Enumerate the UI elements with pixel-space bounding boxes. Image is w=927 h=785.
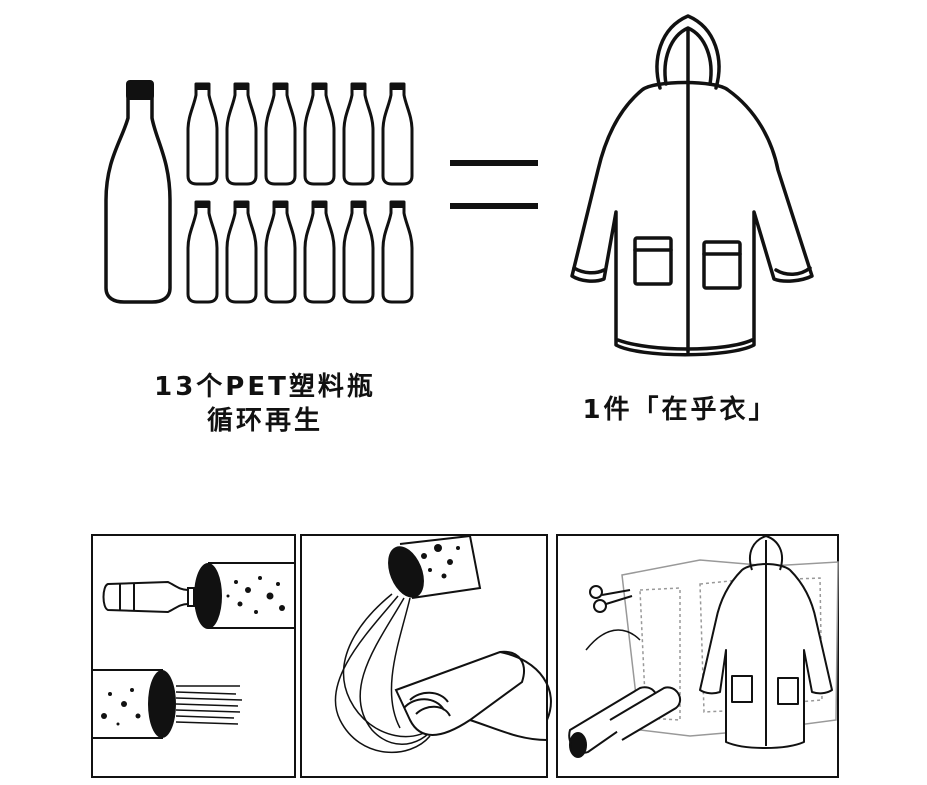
small-bottle-icon: [381, 81, 414, 186]
fiber-spinning-panel: [300, 534, 552, 778]
raincoat-icon: [570, 14, 814, 357]
sewing-thread: [585, 629, 641, 651]
small-bottle-icon: [264, 199, 297, 304]
small-bottle-icon: [303, 199, 336, 304]
pellets: [101, 688, 141, 726]
small-bottle-icon: [225, 81, 258, 186]
plastic-bottle-icon: [102, 580, 195, 614]
fabric-rolls: [568, 686, 682, 758]
small-bottle-icon: [225, 199, 258, 304]
large-bottle-icon: [104, 80, 172, 304]
small-bottle-icon: [342, 199, 375, 304]
bottles-caption-line2: 循环再生: [206, 406, 323, 436]
plastic-flakes: [226, 576, 285, 614]
small-bottle-icon: [186, 199, 219, 304]
small-bottle-icon: [264, 81, 297, 186]
bottle-shredding-panel: [91, 534, 296, 778]
small-bottle-icon: [381, 199, 414, 304]
bottles-caption: 13个PET塑料瓶 循环再生: [110, 370, 420, 438]
garment-sewing-panel: [556, 534, 839, 778]
small-bottles-grid: [186, 81, 414, 304]
small-raincoat-icon: [699, 535, 833, 749]
fabric-sheet: [394, 650, 552, 741]
extruded-fibers: [175, 685, 243, 725]
pellets: [421, 544, 460, 579]
equals-sign-icon: [450, 160, 538, 209]
bottles-caption-line1: 13个PET塑料瓶: [154, 372, 376, 402]
small-bottle-icon: [342, 81, 375, 186]
garment-caption: 1件「在乎衣」: [545, 393, 815, 427]
small-bottle-icon: [186, 81, 219, 186]
thread-strands: [334, 593, 443, 754]
small-bottle-icon: [303, 81, 336, 186]
garment-caption-line1: 1件「在乎衣」: [582, 395, 778, 425]
scissors-icon: [589, 585, 633, 613]
